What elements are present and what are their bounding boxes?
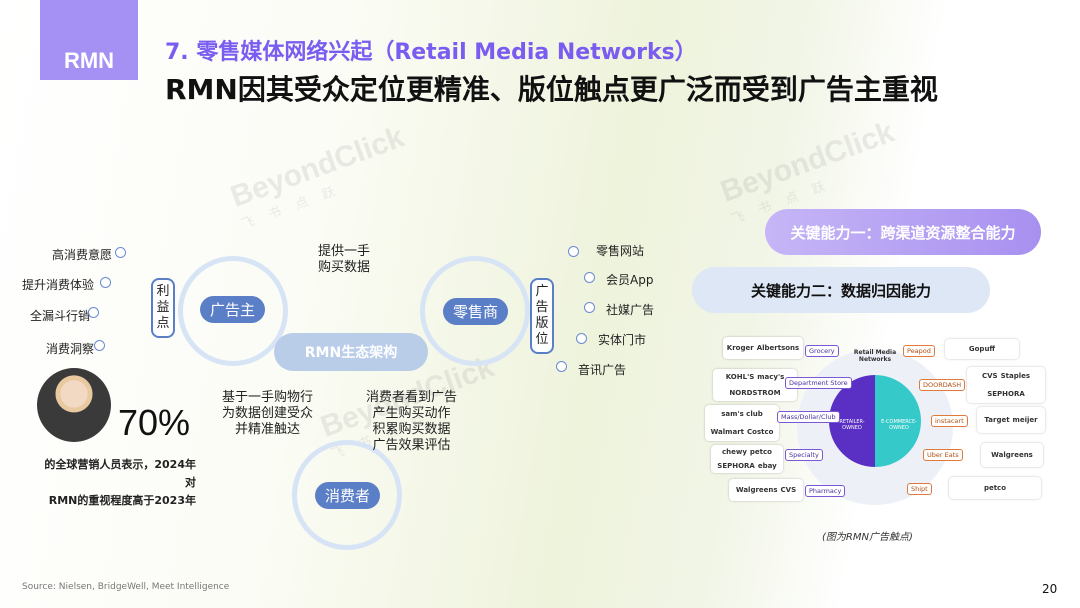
slide-subtitle: 7. 零售媒体网络兴起（Retail Media Networks） bbox=[165, 40, 697, 65]
retailer-circle bbox=[420, 256, 530, 366]
segment-chip: Department Store bbox=[785, 377, 852, 389]
placement-item: 社媒广告 bbox=[606, 303, 655, 317]
consumer-pill: 消费者 bbox=[315, 482, 381, 509]
placement-item: 会员App bbox=[606, 273, 654, 287]
wheel-title: Retail Media Networks bbox=[853, 349, 897, 363]
graphic-caption: (图为RMN广告触点) bbox=[822, 532, 913, 543]
bullet-icon bbox=[584, 302, 595, 313]
capability-two: 关键能力二：数据归因能力 bbox=[692, 267, 990, 313]
stat-caption: 的全球营销人员表示，2024年对 RMN的重视程度高于2023年 bbox=[44, 458, 196, 507]
segment-chip: Shipt bbox=[907, 483, 932, 495]
segment-chip: Mass/Dollar/Club bbox=[777, 411, 840, 423]
benefit-label: 利益点 bbox=[151, 278, 175, 338]
wheel-right-label: E-COMMERCE-OWNED bbox=[881, 419, 917, 431]
bullet-icon bbox=[115, 247, 126, 258]
segment-chip: DOORDASH bbox=[919, 379, 966, 391]
logo-tile: Gopuff bbox=[945, 339, 1019, 359]
stat-value: 70% bbox=[118, 402, 191, 443]
placement-item: 零售网站 bbox=[596, 244, 645, 258]
logo-tile: petco bbox=[949, 477, 1041, 499]
segment-chip: Grocery bbox=[805, 345, 839, 357]
bullet-icon bbox=[576, 333, 587, 344]
segment-chip: Specialty bbox=[785, 449, 823, 461]
avatar bbox=[37, 368, 111, 442]
bullet-icon bbox=[88, 307, 99, 318]
slide-title: RMN因其受众定位更精准、版位触点更广泛而受到广告主重视 bbox=[165, 73, 938, 106]
flow-text-right: 消费者看到广告 产生购买动作 积累购买数据 广告效果评估 bbox=[366, 390, 458, 453]
placement-item: 实体门市 bbox=[598, 333, 647, 347]
segment-chip: Uber Eats bbox=[923, 449, 963, 461]
bullet-icon bbox=[568, 246, 579, 257]
flow-text-top: 提供一手 购买数据 bbox=[318, 244, 371, 275]
advertiser-circle bbox=[178, 256, 288, 366]
benefit-item: 高消费意愿 bbox=[52, 248, 113, 262]
logo-tile: Walgreens bbox=[981, 443, 1043, 467]
bullet-icon bbox=[94, 340, 105, 351]
benefit-item: 消费洞察 bbox=[46, 342, 95, 356]
consumer-circle bbox=[292, 440, 402, 550]
segment-chip: Pharmacy bbox=[805, 485, 846, 497]
rmn-ecosystem-hub: RMN生态架构 bbox=[274, 333, 428, 371]
segment-chip: Peapod bbox=[903, 345, 935, 357]
placement-item: 音讯广告 bbox=[578, 363, 627, 377]
benefit-item: 全漏斗行销 bbox=[30, 309, 91, 323]
retailer-pill: 零售商 bbox=[443, 298, 509, 325]
rmn-touchpoint-graphic: Retail Media Networks RETAILER-OWNED E-C… bbox=[705, 327, 1045, 525]
bullet-icon bbox=[100, 277, 111, 288]
advertiser-pill: 广告主 bbox=[200, 296, 266, 323]
capability-one: 关键能力一：跨渠道资源整合能力 bbox=[765, 209, 1041, 255]
placement-label: 广告版位 bbox=[530, 278, 554, 354]
flow-text-left: 基于一手购物行 为数据创建受众 并精准触达 bbox=[222, 390, 314, 437]
segment-chip: instacart bbox=[931, 415, 968, 427]
bullet-icon bbox=[584, 272, 595, 283]
benefit-item: 提升消费体验 bbox=[22, 278, 95, 292]
source-note: Source: Nielsen, BridgeWell, Meet Intell… bbox=[22, 582, 230, 592]
bullet-icon bbox=[556, 361, 567, 372]
section-tag: RMN bbox=[40, 0, 138, 80]
wheel-left-label: RETAILER-OWNED bbox=[839, 419, 865, 431]
page-number: 20 bbox=[1042, 582, 1058, 596]
